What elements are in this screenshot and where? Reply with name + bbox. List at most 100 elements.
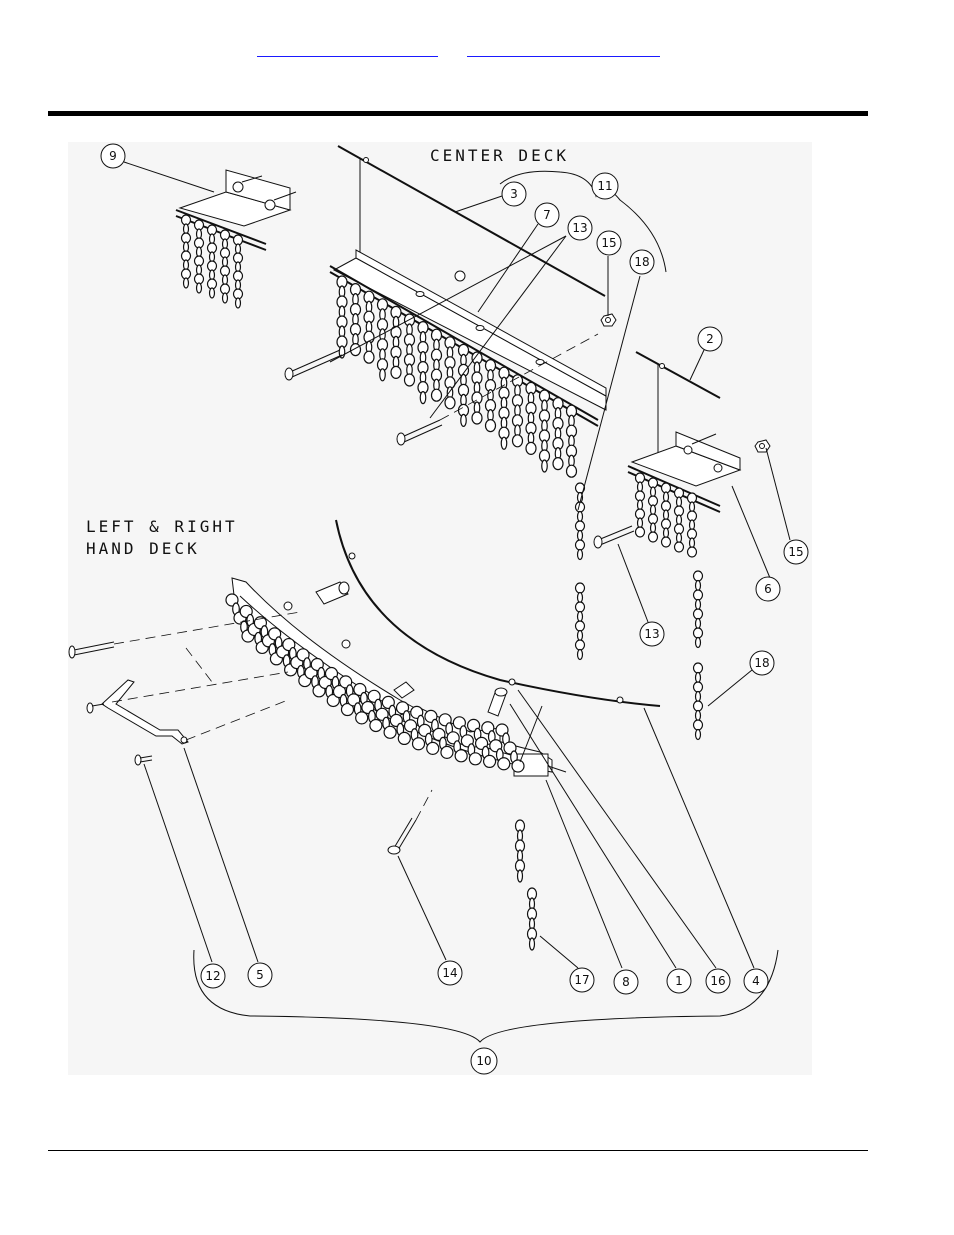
chain-link [419,391,427,405]
chain-link [500,436,508,450]
chain-link [403,373,416,387]
svg-text:9: 9 [109,149,117,163]
chain-link [576,510,584,523]
callout-1: 1 [666,968,692,994]
chain-link [694,617,702,630]
callout-7: 7 [534,202,560,228]
chain-link [444,396,456,410]
part-18-chain-right-lower [692,662,704,741]
chain-link [692,662,704,674]
chain-link [692,608,704,620]
chain-link [576,629,584,642]
chain-link [692,700,704,712]
lr-deck-chains [225,593,525,773]
chain-link [369,718,383,733]
chain-link [484,419,497,433]
chain-link [326,693,340,708]
chain-link [340,702,355,717]
callout-15-right: 15 [783,539,809,565]
callout-8: 8 [613,969,639,995]
svg-text:18: 18 [634,255,649,269]
callout-2: 2 [697,326,723,352]
chain-link [692,627,704,639]
svg-text:7: 7 [543,208,551,222]
svg-text:4: 4 [752,974,760,988]
part-bolt-short [86,702,105,714]
center-deck-label: CENTER DECK [430,146,569,165]
chain-link [574,582,586,594]
chain-link [511,759,525,773]
chain-link [576,648,584,661]
callout-18-right: 18 [749,650,775,676]
chain-link [460,413,467,427]
chain-link [482,754,497,769]
part-12-bolt [134,754,153,766]
chain-link [363,350,375,364]
chain-link [430,388,443,402]
part-6-bracket [627,431,742,513]
chain-link [426,741,440,755]
chain-link [647,531,659,543]
top-nav-link-1[interactable] [257,38,438,57]
chain-link [576,548,584,561]
callout-6: 6 [755,576,781,602]
part-3-rod [337,145,606,297]
callout-5: 5 [247,962,273,988]
part-18-chain-right [692,570,704,649]
chain-link [397,731,411,746]
svg-text:12: 12 [205,969,220,983]
part-bolt-long [68,641,115,659]
chain-link [574,539,586,551]
chain-link [634,526,646,538]
chain-link [195,282,203,294]
svg-text:2: 2 [706,332,714,346]
chain-link [355,711,369,725]
svg-text:6: 6 [764,582,772,596]
chain-link [686,546,698,558]
chain-link [468,752,482,766]
part-15-nut-center [600,313,617,327]
chain-link [221,292,229,304]
chain-link [471,411,483,425]
part-18-chain-center [574,482,586,561]
chain-link [379,368,386,382]
left-right-deck-label-line1: LEFT & RIGHT [86,517,238,536]
callout-18-center: 18 [629,249,655,275]
chain-link [694,579,702,592]
chain-link [660,536,672,548]
chain-link [552,457,564,471]
callout-13-right: 13 [639,621,665,647]
part-1-spacer [487,687,508,717]
leader-lines [123,161,791,969]
top-nav-link-2[interactable] [467,38,660,57]
chain-link [440,745,454,759]
callout-10: 10 [470,1047,498,1075]
svg-text:13: 13 [644,627,659,641]
svg-text:17: 17 [574,973,589,987]
part-13-bolt-upper [284,349,343,381]
chain-link [694,598,702,611]
chain-link [234,297,242,309]
chain-link [541,459,548,473]
part-6-chains [634,472,698,558]
chain-link [694,690,702,703]
callout-17: 17 [569,967,595,993]
chain-link [528,937,536,951]
svg-text:16: 16 [710,974,725,988]
chain-link [411,737,426,751]
center-deck-chains [336,275,578,478]
part-13-bolt-lower [396,419,443,446]
chain-link [673,541,685,553]
svg-text:8: 8 [622,975,630,989]
chain-link [692,589,704,601]
chain-link [565,464,578,478]
chain-link [525,441,537,455]
part-13-bolt-right [593,525,635,549]
chain-link [576,591,584,604]
left-right-deck-label-line2: HAND DECK [86,539,200,558]
chain-link [694,671,702,684]
callout-13-center: 13 [567,215,593,241]
chain-link [694,636,702,649]
chain-link [574,520,586,532]
